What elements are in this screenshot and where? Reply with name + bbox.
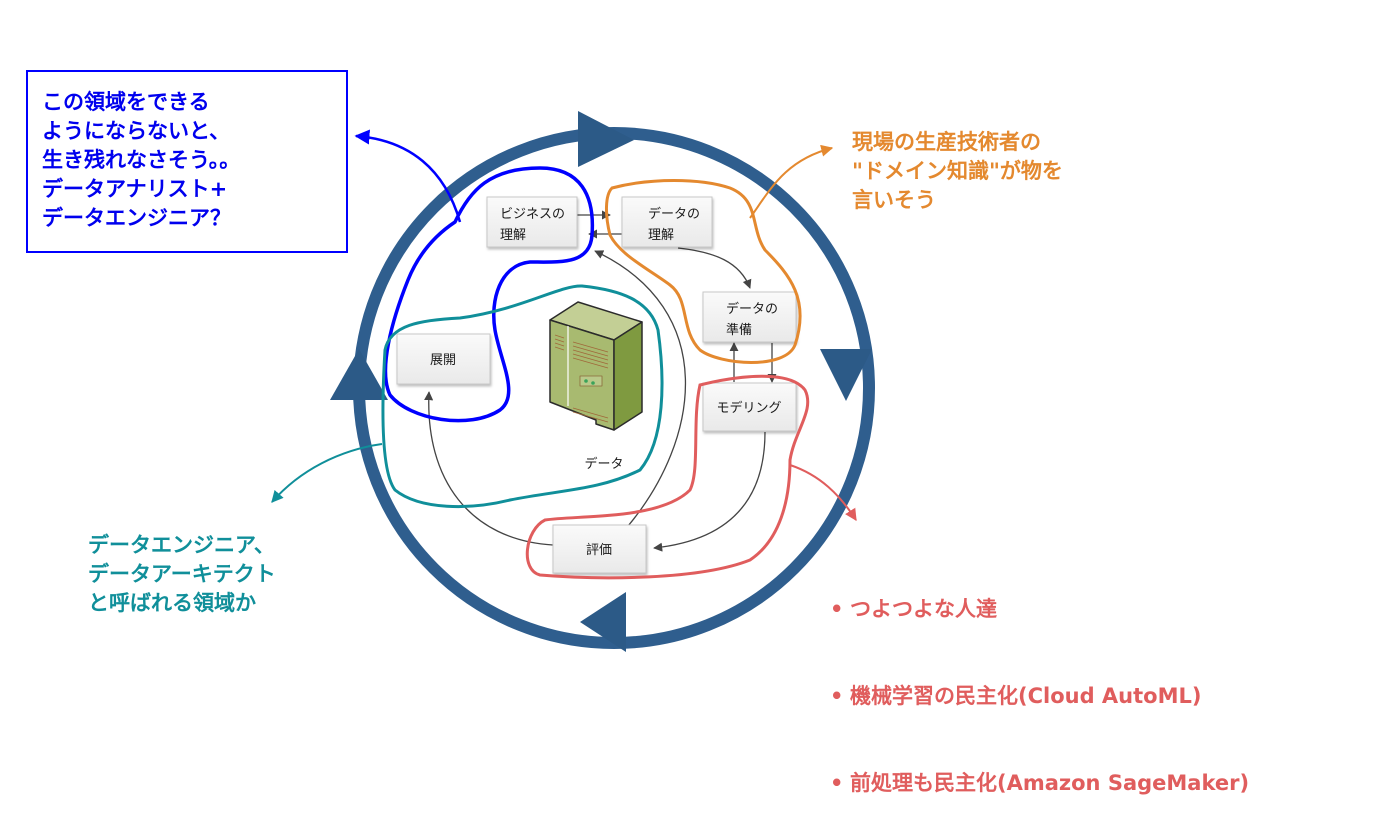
- callout-arrow-teal: [271, 443, 383, 503]
- note-red-item: 機械学習の民主化(Cloud AutoML): [830, 682, 1249, 711]
- callout-arrow-blue: [354, 129, 462, 223]
- crisp-dm-diagram: ビジネスの 理解 データの 理解 データの 準備 モデリング 評価 展開: [271, 111, 875, 652]
- cycle-arrow-left-icon: [330, 349, 388, 400]
- note-red-item: 前処理も民主化(Amazon SageMaker): [830, 769, 1249, 798]
- cycle-arrow-top-icon: [578, 111, 634, 167]
- phase-deployment: [396, 333, 491, 385]
- arrow-eval-to-business: [594, 250, 687, 527]
- phase-data-understanding-line2: 理解: [648, 228, 674, 243]
- phase-modeling-label: モデリング: [716, 400, 781, 416]
- phase-data-preparation: [702, 291, 797, 343]
- phase-data-understanding-line1: データの: [648, 206, 700, 222]
- arrow-data-to-prep: [677, 247, 752, 289]
- phase-data-prep-line2: 準備: [726, 322, 752, 338]
- callout-arrow-red: [789, 464, 857, 522]
- arrow-eval-to-deploy: [424, 391, 554, 546]
- phase-business-understanding: [486, 196, 578, 248]
- note-red-item: つよつよな人達: [830, 595, 1249, 624]
- phase-business-line2: 理解: [500, 228, 526, 243]
- note-red-list: つよつよな人達 機械学習の民主化(Cloud AutoML) 前処理も民主化(A…: [830, 537, 1249, 827]
- callout-arrow-orange: [749, 144, 834, 219]
- phase-evaluation: [552, 524, 647, 574]
- arrow-modeling-to-eval: [653, 431, 766, 552]
- phase-data-understanding: [621, 196, 713, 248]
- note-orange-domain-knowledge: 現場の生産技術者の "ドメイン知識"が物を 言いそう: [852, 130, 1063, 212]
- cycle-arrow-bottom-icon: [580, 592, 626, 652]
- note-blue-analyst: この領域をできる ようにならないと、 生き残れなさそう。。 データアナリスト+ …: [26, 70, 348, 253]
- phase-deployment-label: 展開: [430, 353, 456, 368]
- center-data-label: データ: [584, 456, 623, 472]
- region-blue-outline: [383, 166, 595, 423]
- phase-evaluation-label: 評価: [586, 543, 612, 558]
- region-teal-outline: [381, 284, 664, 509]
- phase-data-prep-line1: データの: [726, 301, 778, 317]
- phase-business-line1: ビジネスの: [500, 207, 565, 222]
- region-red-outline: [525, 374, 810, 580]
- phase-modeling: [702, 382, 797, 432]
- cycle-arrow-right-icon: [820, 349, 872, 401]
- note-teal-data-engineer: データエンジニア、 データアーキテクト と呼ばれる領域か: [88, 533, 276, 615]
- region-orange-outline: [605, 179, 802, 364]
- server-icon: [549, 301, 643, 431]
